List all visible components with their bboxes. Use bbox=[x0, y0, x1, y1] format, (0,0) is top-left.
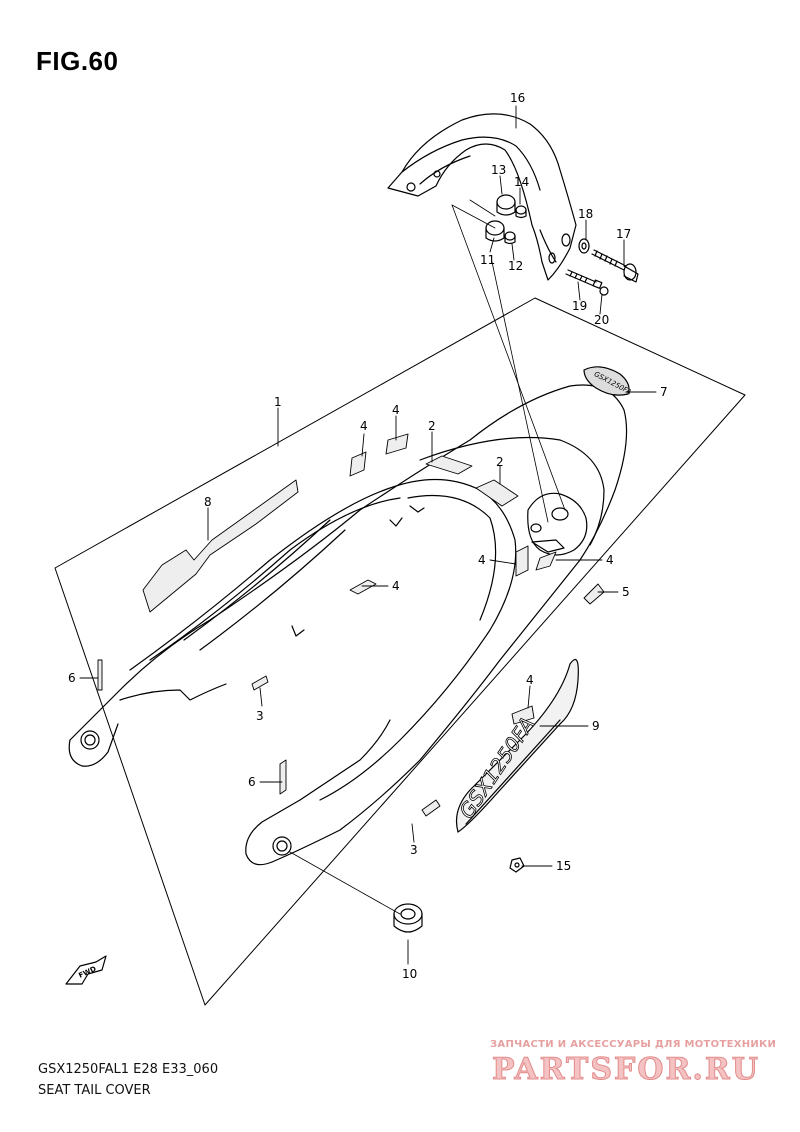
decal-4-center bbox=[349, 579, 377, 595]
callout-4-f: 4 bbox=[526, 673, 534, 687]
grab-rail bbox=[387, 113, 577, 281]
watermark-tagline: ЗАПЧАСТИ И АКСЕССУАРЫ ДЛЯ МОТОТЕХНИКИ bbox=[490, 1039, 777, 1050]
nut-20 bbox=[599, 286, 609, 296]
callout-6-a: 6 bbox=[68, 671, 76, 685]
decal-4-upper bbox=[385, 433, 409, 455]
callout-8: 8 bbox=[204, 495, 212, 509]
seat-tail-cover bbox=[68, 384, 628, 866]
decal-3-front bbox=[251, 675, 269, 691]
model-code-label: GSX1250FAL1 E28 E33_060 bbox=[38, 1062, 219, 1077]
callout-17: 17 bbox=[616, 227, 631, 241]
callout-4-a: 4 bbox=[360, 419, 368, 433]
callout-18: 18 bbox=[578, 207, 593, 221]
callout-1: 1 bbox=[274, 395, 282, 409]
fwd-arrow-icon bbox=[65, 955, 107, 985]
section-name-label: SEAT TAIL COVER bbox=[38, 1083, 151, 1098]
decal-6-front bbox=[97, 659, 103, 691]
screw-15 bbox=[509, 857, 525, 873]
callout-9: 9 bbox=[592, 719, 600, 733]
decal-8 bbox=[142, 479, 299, 613]
callout-4-b: 4 bbox=[392, 403, 400, 417]
callout-15: 15 bbox=[556, 859, 571, 873]
callout-3-a: 3 bbox=[256, 709, 264, 723]
figure-title: FIG.60 bbox=[36, 46, 119, 76]
callout-7: 7 bbox=[660, 385, 668, 399]
decal-4-side bbox=[511, 705, 535, 725]
bushing-lower bbox=[485, 220, 516, 245]
callout-2-a: 2 bbox=[428, 419, 436, 433]
decal-6-rear bbox=[279, 759, 287, 795]
callout-16: 16 bbox=[510, 91, 525, 105]
washer-18 bbox=[578, 238, 590, 254]
callout-2-b: 2 bbox=[496, 455, 504, 469]
callout-5: 5 bbox=[622, 585, 630, 599]
decal-3-rear bbox=[421, 799, 441, 817]
side-logo-decal-9 bbox=[455, 659, 579, 833]
callout-20: 20 bbox=[594, 313, 609, 327]
callout-11: 11 bbox=[480, 253, 495, 267]
callout-6-b: 6 bbox=[248, 775, 256, 789]
bolt-19 bbox=[565, 269, 603, 289]
side-logo-text: GSX1250FA bbox=[454, 713, 539, 823]
callout-19: 19 bbox=[572, 299, 587, 313]
assembly-frame bbox=[54, 297, 746, 1006]
decal-4-mid bbox=[515, 545, 529, 577]
callout-14: 14 bbox=[514, 175, 529, 189]
decal-4-left bbox=[349, 451, 367, 477]
callout-4-d: 4 bbox=[606, 553, 614, 567]
callout-4-c: 4 bbox=[478, 553, 486, 567]
grommet-10 bbox=[393, 903, 423, 933]
decal-4-right bbox=[535, 551, 557, 571]
callout-3-b: 3 bbox=[410, 843, 418, 857]
callout-10: 10 bbox=[402, 967, 417, 981]
callout-4-e: 4 bbox=[392, 579, 400, 593]
emblem-7 bbox=[583, 366, 630, 396]
decal-2-lower bbox=[475, 479, 519, 507]
watermark-logo: PARTSFOR.RU bbox=[492, 1052, 760, 1088]
callout-12: 12 bbox=[508, 259, 523, 273]
decal-5 bbox=[583, 583, 605, 605]
decal-2-upper bbox=[425, 455, 473, 475]
bolt-17 bbox=[591, 249, 639, 283]
callout-13: 13 bbox=[491, 163, 506, 177]
bushing-upper bbox=[496, 194, 527, 219]
